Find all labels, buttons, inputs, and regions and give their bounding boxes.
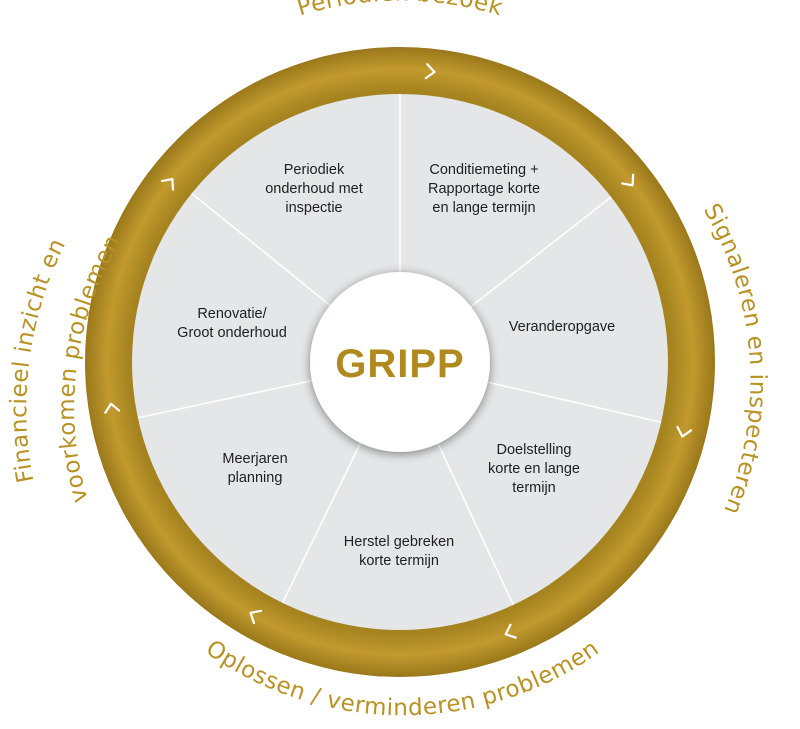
chevron-right-icon [621, 173, 635, 187]
segment-divider [191, 192, 331, 306]
segment-label-meerjaren-planning: Meerjaren planning [222, 451, 287, 486]
segment-divider [137, 379, 313, 419]
segment-label-doelstelling: Doelstelling korte en lange termijn [488, 442, 580, 496]
segment-label-line: Periodiek [284, 162, 345, 178]
phase-label-top-text: Periodiek bezoek [294, 0, 505, 21]
chevron-right-icon [104, 402, 121, 414]
segment-labels: Periodiek onderhoud met inspectie Conditiem… [177, 162, 615, 569]
chevron-right-icon [424, 63, 436, 80]
segment-label-line: termijn [512, 480, 556, 496]
center-label: GRIPP [335, 342, 464, 386]
chevron-right-icon [160, 177, 175, 191]
chevron-right-icon [249, 609, 263, 625]
segment-label-line: onderhoud met [265, 181, 363, 197]
segment-label-line: korte termijn [359, 553, 439, 569]
segment-dividers [137, 94, 662, 606]
segment-label-line: Rapportage korte [428, 181, 540, 197]
segment-divider [487, 381, 662, 424]
center-circle [310, 272, 490, 452]
segment-divider [470, 196, 612, 308]
segment-label-line: en lange termijn [432, 200, 535, 216]
segment-label-line: Doelstelling [497, 442, 572, 458]
segment-divider [281, 442, 362, 604]
segment-label-line: Conditiemeting + [429, 162, 538, 178]
phase-label-top: Periodiek bezoek [294, 0, 506, 21]
ring-chevrons [104, 63, 693, 639]
segment-label-renovatie: Renovatie/Groot onderhoud [177, 306, 287, 341]
segment-label-line: Meerjaren [222, 451, 287, 467]
segment-label-veranderopgave: Veranderopgave [509, 319, 615, 335]
segment-label-conditiemeting: Conditiemeting + Rapportage korte en lange… [428, 162, 540, 216]
segment-label-herstel-gebreken: Herstel gebreken korte termijn [344, 534, 454, 569]
segment-label-line: korte en lange [488, 461, 580, 477]
chevron-right-icon [504, 623, 517, 639]
segment-divider [437, 443, 514, 606]
chevron-right-icon [676, 425, 693, 438]
segment-label-line: Renovatie/ [197, 306, 267, 322]
segment-label-line: inspectie [285, 200, 342, 216]
segment-label-line: Groot onderhoud [177, 325, 287, 341]
segment-label-periodiek-onderhoud: Periodiek onderhoud met inspectie [265, 162, 363, 216]
segment-label-line: planning [228, 470, 283, 486]
segment-label-line: Herstel gebreken [344, 534, 454, 550]
segment-label-line: Veranderopgave [509, 319, 615, 335]
